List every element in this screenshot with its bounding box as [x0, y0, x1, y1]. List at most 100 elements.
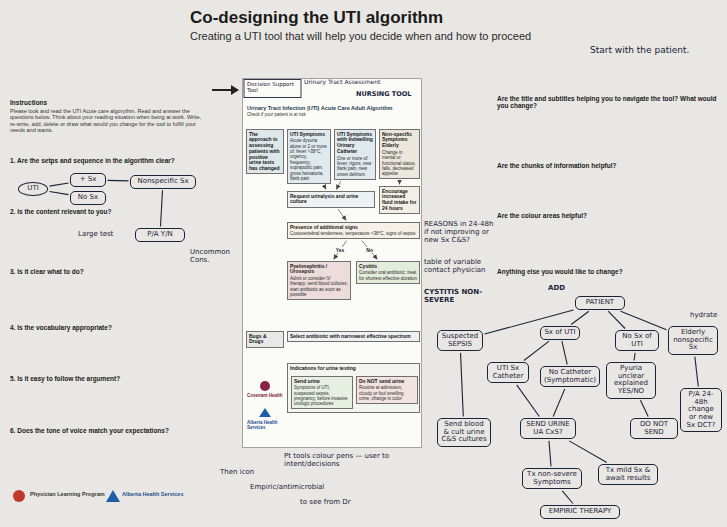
info-box: The approach to assessing patients with …: [246, 129, 284, 174]
printed-text: 2. Is the content relevant to you?: [10, 208, 210, 215]
printed-text: Instructions: [10, 99, 200, 106]
node-heading: Presence of additional signs: [290, 225, 417, 231]
ahs-logo: [106, 490, 120, 502]
covenant-logo: [260, 381, 270, 391]
algorithm-sheet: Urinary Tract Infection (UTI) Acute Care…: [242, 78, 422, 448]
info-box: Do NOT send urineRoutine at admission, c…: [356, 376, 418, 404]
handwritten-note: ADD: [548, 284, 572, 292]
printed-text: 5. Is it easy to follow the argument?: [10, 375, 210, 382]
handwritten-note: REASONS in 24-48h if not improving or ne…: [424, 220, 494, 244]
hand-drawn-box: No Sx of UTI: [615, 330, 659, 351]
node-heading: Suspected SEPSIS: [441, 333, 479, 348]
node-heading: Pyelonephritis / Urosepsis: [290, 264, 348, 276]
info-box: Select antibiotic with narrowest effecti…: [287, 331, 420, 342]
hand-drawn-box: + Sx: [70, 173, 106, 187]
info-box: Indications for urine testingSend urineS…: [287, 363, 420, 413]
printed-text: Are the colour areas helpful?: [497, 212, 719, 219]
hand-drawn-box: DO NOT SEND: [630, 418, 678, 439]
info-box: UTI SymptomsAcute dysuria alone or 2 or …: [287, 129, 331, 184]
hand-drawn-box: Tx mild Sx & await results: [598, 464, 658, 485]
handwritten-note: Then icon: [220, 468, 270, 476]
hand-drawn-line: [50, 192, 69, 195]
handwritten-note: Urinary Tract Assessment: [304, 79, 416, 86]
edge-label: No: [365, 247, 374, 253]
node-heading: Non-specific Symptoms Elderly: [382, 132, 417, 149]
handwritten-note: Empiric/antimicrobial: [250, 483, 350, 491]
handwritten-note: Decision Support Tool: [247, 81, 301, 94]
printed-text: Are the title and subtitles helping you …: [497, 95, 719, 110]
node-heading: No Sx: [74, 194, 102, 202]
hand-drawn-line: [571, 311, 589, 324]
printed-text: Covenant Health: [247, 393, 287, 398]
node-heading: Do NOT send urine: [359, 379, 415, 385]
handwritten-frame: [244, 80, 301, 98]
node-heading: Send blood & cult urine C&S cultures: [441, 421, 487, 444]
node-heading: UTI Sx Catheter: [491, 365, 525, 380]
flow-arrow: [338, 209, 346, 221]
hand-drawn-box: Send blood & cult urine C&S cultures: [437, 418, 491, 447]
pointer-arrow: [212, 89, 232, 91]
hand-drawn-box: UTI Sx Catheter: [487, 362, 529, 383]
flow-arrow: [399, 181, 400, 185]
hand-drawn-line: [562, 341, 567, 364]
node-heading: UTI: [22, 185, 44, 193]
node-heading: The approach to assessing patients with …: [249, 132, 281, 172]
node-heading: Select antibiotic with narrowest effecti…: [290, 334, 417, 340]
node-heading: Send urine: [294, 379, 350, 385]
node-body: Costovertebral tenderness, temperature >…: [290, 231, 417, 236]
hand-drawn-box: Suspected SEPSIS: [437, 330, 483, 351]
hand-drawn-line: [517, 385, 540, 417]
node-heading: Nonspecific Sx: [134, 178, 192, 186]
flow-arrow: [336, 181, 341, 189]
sheet-ground: [242, 78, 422, 448]
printed-text: Anything else you would like to change?: [497, 268, 719, 275]
handwritten-note: table of variable contact physician: [424, 258, 494, 274]
info-box: Encourage increased fluid intake for 24 …: [379, 186, 420, 214]
node-body: Symptoms of UTI, suspected sepsis, pregn…: [294, 385, 350, 407]
hand-drawn-box: PATIENT: [575, 296, 625, 310]
printed-text: Alberta Health Services: [122, 491, 202, 497]
node-heading: SEND URINE UA CxS?: [524, 421, 572, 436]
hand-drawn-line: [549, 441, 551, 467]
node-heading: Sx of UTI: [544, 329, 576, 337]
hand-drawn-box: P/A Y/N: [135, 228, 185, 242]
node-heading: P/A 24-48h change or new Sx DCT?: [684, 391, 718, 429]
handwritten-note: CYSTITIS NON-SEVERE: [424, 288, 494, 304]
node-heading: UTI Symptoms: [290, 132, 328, 138]
hand-drawn-box: Sx of UTI: [540, 326, 580, 340]
node-body: Acute dysuria alone or 2 or more of: fev…: [290, 138, 328, 181]
node-heading: Pyuria unclear explained YES/NO: [610, 365, 652, 396]
node-heading: Tx non-severe Symptoms: [526, 471, 578, 486]
hand-drawn-line: [461, 353, 464, 417]
hand-drawn-box: Tx non-severe Symptoms: [522, 468, 582, 489]
hand-drawn-line: [569, 441, 607, 463]
node-body: Routine at admission, cloudy or foul sme…: [359, 385, 415, 401]
info-box: Non-specific Symptoms ElderlyChange in m…: [379, 129, 420, 179]
info-box: CystitisConsider oral antibiotic; treat …: [356, 261, 420, 284]
info-box: Presence of additional signsCostovertebr…: [287, 222, 420, 239]
hand-drawn-box: SEND URINE UA CxS?: [520, 418, 576, 439]
printed-text: 1. Are the setps and sequence in the alg…: [10, 157, 225, 164]
info-box: Send urineSymptoms of UTI, suspected sep…: [291, 376, 353, 409]
node-heading: Urinary Tract Infection (UTI) Acute Care…: [247, 105, 417, 112]
handwritten-note: Large test: [78, 230, 122, 238]
hand-drawn-box: No Sx: [70, 191, 106, 205]
node-heading: EMPIRIC THERAPY: [544, 508, 616, 516]
hand-drawn-line: [634, 353, 635, 361]
hand-drawn-box: Pyuria unclear explained YES/NO: [606, 362, 656, 399]
handwritten-note: hydrate: [690, 311, 724, 319]
info-box: Bugs & Drugs: [246, 331, 284, 348]
flow-arrow: [324, 185, 326, 189]
node-heading: No Sx of UTI: [619, 333, 655, 348]
printed-text: Are the chunks of information helpful?: [497, 162, 719, 169]
info-box: UTI Symptoms with Indwelling Urinary Cat…: [334, 129, 376, 180]
handwritten-note: NURSING TOOL: [356, 91, 420, 98]
hand-drawn-line: [160, 190, 162, 226]
printed-text: 4. Is the vocabulary appropriate?: [10, 324, 210, 331]
printed-text: Creating a UTI tool that will help you d…: [190, 30, 710, 43]
hand-drawn-line: [562, 491, 573, 504]
hand-drawn-line: [50, 183, 69, 186]
hand-drawn-line: [108, 180, 129, 182]
hand-drawn-box: P/A 24-48h change or new Sx DCT?: [680, 388, 722, 432]
edge-label: Yes: [335, 247, 346, 253]
